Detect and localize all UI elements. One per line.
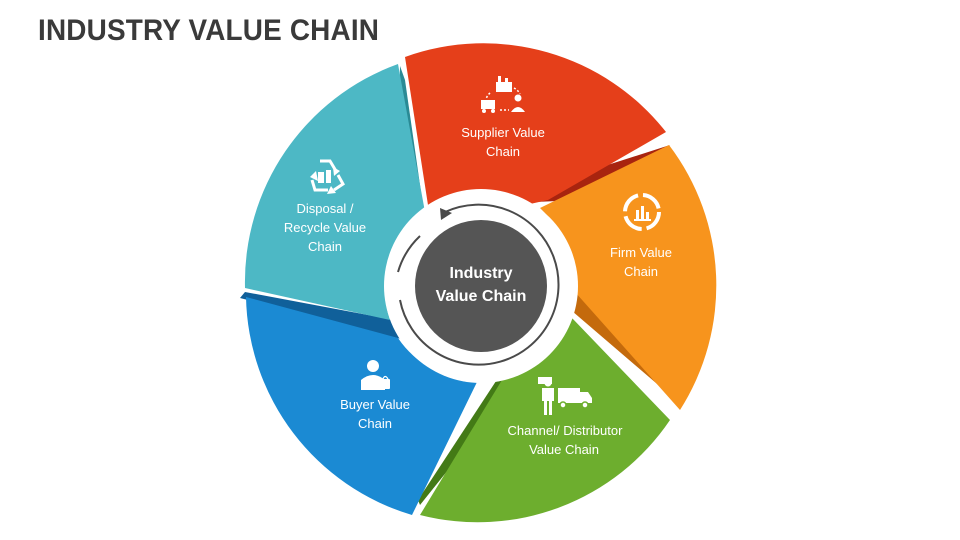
supplier-label-line-1: Supplier Value [461, 125, 545, 140]
cycle-arrow-ring-2 [397, 235, 421, 273]
buyer-label-line-1: Buyer Value [340, 397, 410, 412]
factory-truck-person-icon [481, 76, 525, 113]
channel-label-line-2: Value Chain [529, 442, 599, 457]
buyer-label-line-2: Chain [358, 416, 392, 431]
segment-supplier [405, 43, 666, 209]
slide-title: INDUSTRY VALUE CHAIN [38, 14, 380, 47]
segment-labels: Supplier Value Chain Firm Value Chain Ch… [284, 125, 672, 457]
disposal-label-line-1: Disposal / [296, 201, 353, 216]
center-label-line-1: Industry [449, 265, 512, 282]
firm-label-line-2: Chain [624, 264, 658, 279]
disposal-label-line-3: Chain [308, 239, 342, 254]
channel-label-line-1: Channel/ Distributor [508, 423, 624, 438]
disposal-label-line-2: Recycle Value [284, 220, 366, 235]
segment-buyer [246, 297, 478, 515]
supplier-label-line-2: Chain [486, 144, 520, 159]
center-label-line-2: Value Chain [436, 288, 527, 305]
cycle-arrow-ring [399, 203, 560, 366]
recycle-icon [310, 159, 345, 194]
cycle-arrowhead [440, 208, 452, 220]
shopper-icon [361, 360, 390, 390]
firm-label-line-1: Firm Value [610, 245, 672, 260]
center-circle [415, 220, 547, 352]
analytics-cycle-icon [623, 193, 661, 231]
buyer-fold [240, 292, 405, 340]
segment-firm [540, 145, 717, 410]
delivery-person-truck-icon [538, 377, 592, 415]
segment-channel [420, 318, 670, 523]
